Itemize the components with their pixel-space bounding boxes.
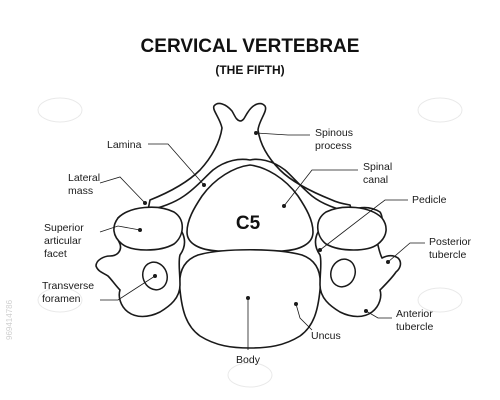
leader-lines <box>99 131 425 350</box>
uncus-dot <box>294 302 298 306</box>
posterior-tubercle-leader <box>387 242 425 263</box>
watermark-id: 969414786 <box>5 299 14 340</box>
lateral-mass-dot <box>143 201 147 205</box>
label-posterior-tubercle: Posterior tubercle <box>429 236 474 261</box>
uncus-leader <box>295 303 313 331</box>
label-anterior-tubercle: Anterior tubercle <box>396 308 436 333</box>
label-lamina: Lamina <box>107 139 142 151</box>
diagram-title: CERVICAL VERTEBRAE <box>141 36 360 57</box>
transverse-foramen-dot <box>153 274 157 278</box>
anatomy-labels: Lamina Spinous process Lateral mass Spin… <box>42 127 474 366</box>
label-spinous-process: Spinous process <box>315 127 356 152</box>
vertebra-illustration <box>95 102 402 349</box>
lateral-mass-leader <box>99 176 146 204</box>
anterior-tubercle-dot <box>364 309 368 313</box>
label-superior-articular-facet: Superior articular facet <box>44 222 87 260</box>
pedicle-dot <box>318 248 322 252</box>
vertebra-level-label: C5 <box>236 213 261 234</box>
lamina-dot <box>202 183 206 187</box>
label-pedicle: Pedicle <box>412 194 447 206</box>
lamina-leader <box>148 143 205 186</box>
label-lateral-mass: Lateral mass <box>68 172 103 197</box>
spinous-dot <box>254 131 258 135</box>
anterior-tubercle-leader <box>365 310 392 319</box>
posterior-tubercle-dot <box>386 260 390 264</box>
vertebral-body <box>178 248 322 349</box>
spinal-canal-dot <box>282 204 286 208</box>
label-spinal-canal: Spinal canal <box>363 161 395 186</box>
spinous-leader <box>255 132 310 136</box>
facet-dot <box>138 228 142 232</box>
spinal-canal-leader <box>283 169 358 207</box>
posterior-arch <box>147 102 353 213</box>
diagram-subtitle: (THE FIFTH) <box>215 63 284 77</box>
left-superior-articular-facet <box>113 206 184 251</box>
body-dot <box>246 296 250 300</box>
transverse-foramen-leader <box>100 275 156 301</box>
label-uncus: Uncus <box>311 330 341 342</box>
label-transverse-foramen: Transverse foramen <box>42 280 97 305</box>
watermark-pattern <box>37 97 463 388</box>
right-superior-articular-facet <box>316 206 387 251</box>
facet-leader <box>99 225 141 233</box>
label-body: Body <box>236 354 261 366</box>
pedicle-leader <box>319 199 408 251</box>
right-transverse-foramen <box>329 258 357 288</box>
